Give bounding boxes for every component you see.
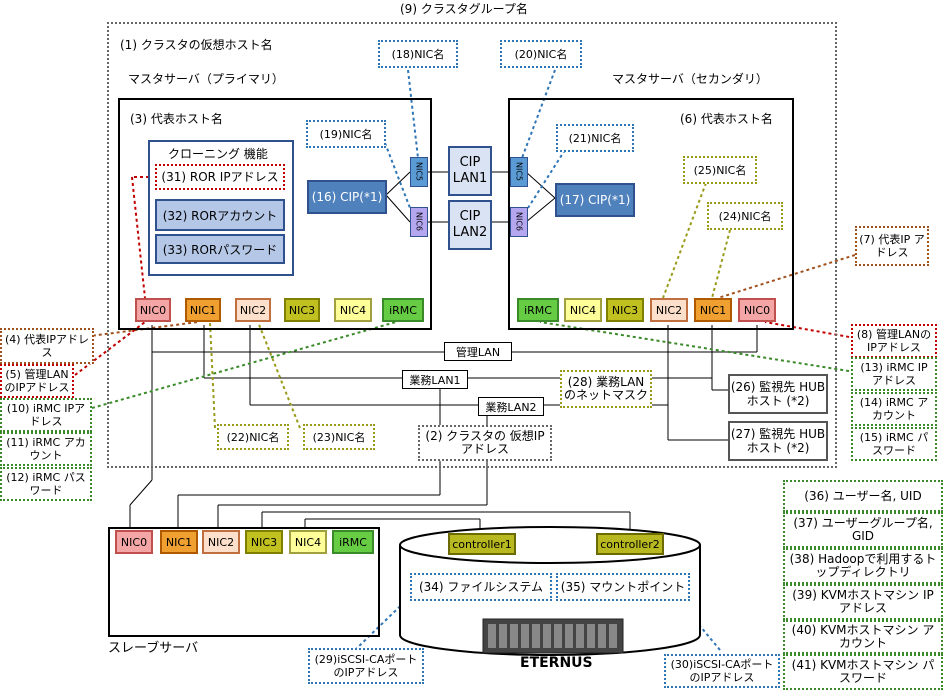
kvm-host-ip: (39) KVMホストマシン IPアドレス (783, 584, 943, 620)
hadoop-top-directory: (38) Hadoopで利用するトップディレクトリ (783, 548, 943, 584)
secondary-cip: (17) CIP(*1) (555, 183, 635, 217)
primary-irmc: iRMC (382, 298, 424, 322)
slave-nic1: NIC1 (160, 530, 198, 554)
primary-server-title: マスタサーバ（プライマリ） (128, 72, 284, 86)
business-lan2-label: 業務LAN2 (478, 397, 544, 416)
monitor-hub-host-26: (26) 監視先 HUBホスト (*2) (728, 374, 828, 414)
primary-irmc-ip: (10) iRMC IPアドレス (0, 398, 92, 432)
primary-host-name: (3) 代表ホスト名 (130, 112, 223, 126)
nic-name-23: (23)NIC名 (303, 424, 375, 450)
iscsi-port-ip-30: (30)iSCSI-CAポートのIPアドレス (664, 654, 780, 688)
kvm-host-password: (41) KVMホストマシン パスワード (783, 654, 943, 690)
secondary-nic2: NIC2 (650, 298, 688, 322)
primary-irmc-account: (11) iRMC アカウント (0, 432, 92, 466)
secondary-mgmt-lan-ip: (8) 管理LANのIPアドレス (851, 324, 937, 358)
secondary-nic-name-24: (24)NIC名 (707, 202, 783, 230)
ror-password: (33) RORパスワード (155, 234, 285, 264)
slave-nic2: NIC2 (202, 530, 240, 554)
management-lan-label: 管理LAN (444, 342, 512, 361)
eternus-label: ETERNUS (520, 655, 593, 671)
secondary-nic3: NIC3 (606, 298, 644, 322)
user-group-gid: (37) ユーザーグループ名, GID (783, 512, 943, 548)
slave-nic4: NIC4 (289, 530, 327, 554)
primary-vnic-6: NIC6 (410, 207, 428, 237)
secondary-irmc: iRMC (517, 298, 559, 322)
secondary-server-title: マスタサーバ（セカンダリ） (612, 72, 768, 86)
cluster-virtual-ip: (2) クラスタの 仮想IPアドレス (418, 425, 552, 461)
cluster-group-name: (9) クラスタグループ名 (400, 2, 528, 16)
slave-nic3: NIC3 (245, 530, 283, 554)
slave-nic0: NIC0 (115, 530, 153, 554)
primary-nic2: NIC2 (235, 298, 271, 322)
secondary-representative-ip: (7) 代表IP アドレス (855, 226, 929, 266)
secondary-irmc-ip: (13) iRMC IPアドレス (851, 357, 937, 391)
slave-irmc: iRMC (332, 530, 374, 554)
controller2: controller2 (596, 533, 664, 555)
primary-nic1: NIC1 (185, 298, 221, 322)
nic-name-20: (20)NIC名 (500, 40, 582, 68)
monitor-hub-host-27: (27) 監視先 HUBホスト (*2) (728, 421, 828, 461)
cluster-group-box (107, 22, 837, 468)
primary-nic0: NIC0 (135, 298, 171, 322)
secondary-nic0: NIC0 (738, 298, 776, 322)
slave-server-title: スレーブサーバ (108, 641, 199, 656)
kvm-host-account: (40) KVMホストマシン アカウント (783, 620, 943, 654)
primary-mgmt-lan-ip: (5) 管理LANのIPアドレス (0, 364, 74, 398)
secondary-server-box (508, 98, 794, 330)
business-lan-netmask: (28) 業務LAN のネットマスク (560, 370, 652, 408)
nic-name-18: (18)NIC名 (378, 40, 458, 68)
nic-name-22: (22)NIC名 (217, 424, 289, 450)
secondary-vnic-6: NIC6 (510, 207, 528, 237)
primary-server-box (118, 98, 432, 330)
primary-vnic-5: NIC5 (410, 157, 428, 187)
primary-nic-name-19: (19)NIC名 (306, 120, 386, 148)
cip-lan2: CIP LAN2 (448, 200, 492, 250)
cloning-feature-title: クローニング 機能 (168, 147, 268, 161)
secondary-nic1: NIC1 (694, 298, 732, 322)
secondary-irmc-password: (15) iRMC パスワード (851, 427, 937, 461)
primary-nic4: NIC4 (334, 298, 372, 322)
secondary-irmc-account: (14) iRMC アカウント (851, 392, 937, 426)
secondary-nic4: NIC4 (564, 298, 602, 322)
primary-representative-ip: (4) 代表IPアドレス (0, 328, 94, 364)
eternus-device-icon (482, 618, 624, 654)
secondary-nic-name-25: (25)NIC名 (683, 156, 757, 184)
ror-account: (32) RORアカウント (155, 199, 285, 231)
cip-lan1: CIP LAN1 (448, 146, 492, 196)
primary-cip: (16) CIP(*1) (307, 180, 387, 214)
file-system: (34) ファイルシステム (410, 573, 552, 601)
primary-nic3: NIC3 (284, 298, 320, 322)
secondary-host-name: (6) 代表ホスト名 (680, 112, 773, 126)
primary-irmc-password: (12) iRMC パスワード (0, 467, 92, 501)
cluster-virtual-host-name: (1) クラスタの仮想ホスト名 (120, 38, 273, 52)
user-name-uid: (36) ユーザー名, UID (783, 480, 943, 512)
slave-server-box (108, 527, 380, 637)
iscsi-port-ip-29: (29)iSCSI-CAポートのIPアドレス (308, 648, 424, 684)
secondary-vnic-5: NIC5 (510, 157, 528, 187)
secondary-nic-name-21: (21)NIC名 (556, 124, 634, 152)
ror-ip-address: (31) ROR IPアドレス (155, 164, 285, 190)
business-lan1-label: 業務LAN1 (402, 370, 468, 389)
controller1: controller1 (448, 533, 516, 555)
mount-point: (35) マウントポイント (556, 573, 690, 601)
